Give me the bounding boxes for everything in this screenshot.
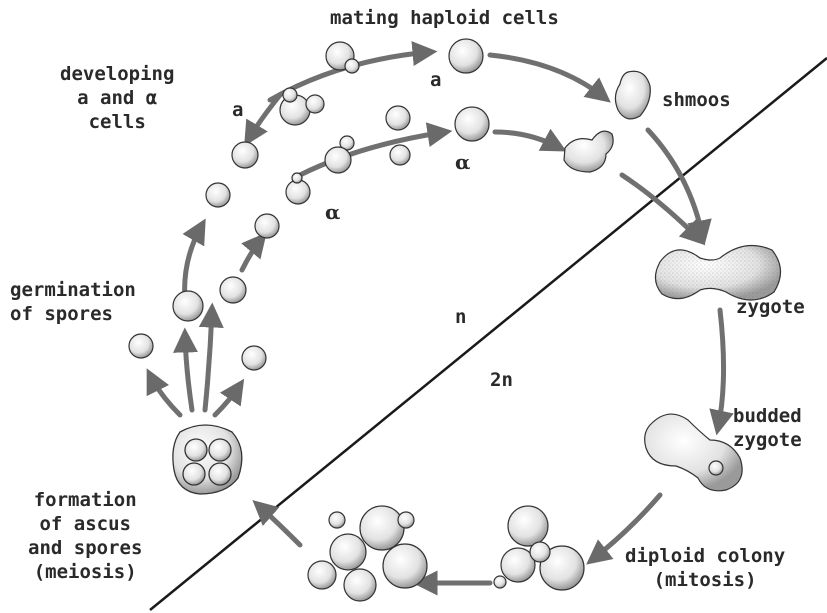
label-diploid-colony: diploid colony (mitosis) bbox=[625, 544, 785, 592]
label-formation-of-ascus: formation of ascus and spores (meiosis) bbox=[28, 488, 142, 584]
arrow-zygote-to-budded bbox=[718, 310, 724, 428]
label-mating-type-a-top: a bbox=[430, 68, 441, 92]
shmoo-a bbox=[615, 71, 650, 119]
label-mating-haploid-cells: mating haploid cells bbox=[330, 6, 559, 30]
arrow-alpha-to-shmoo bbox=[495, 132, 560, 148]
cell bbox=[220, 277, 246, 303]
ploidy-divider-line bbox=[150, 58, 827, 610]
zygote bbox=[655, 246, 780, 301]
cell bbox=[390, 145, 410, 165]
cell bbox=[455, 107, 489, 141]
label-germination-of-spores: germination of spores bbox=[10, 278, 136, 326]
cell bbox=[449, 39, 483, 73]
arrow-ascus-4 bbox=[215, 385, 240, 415]
label-line: formation bbox=[28, 488, 142, 512]
label-shmoos: shmoos bbox=[662, 88, 731, 112]
label-line: developing bbox=[60, 62, 174, 86]
label-ploidy-2n: 2n bbox=[490, 368, 513, 392]
arrow-developing-a bbox=[248, 95, 280, 140]
spore bbox=[129, 334, 153, 358]
shmoos bbox=[564, 71, 650, 172]
label-line: budded bbox=[733, 404, 802, 428]
arrow-ascus-1 bbox=[150, 375, 180, 415]
label-line: and spores bbox=[28, 536, 142, 560]
shmoo-alpha bbox=[564, 131, 613, 172]
ascus bbox=[173, 425, 242, 494]
label-line: a and α bbox=[60, 86, 174, 110]
label-line: (meiosis) bbox=[28, 560, 142, 584]
label-line: germination bbox=[10, 278, 136, 302]
arrow-shmoo-to-zygote-1 bbox=[648, 130, 703, 238]
cell bbox=[325, 147, 351, 173]
arrow-colony-to-ascus bbox=[258, 505, 300, 545]
label-mating-type-alpha-top: α bbox=[455, 150, 470, 174]
arrow-germination-2 bbox=[242, 238, 262, 270]
label-mating-type-a-left: a bbox=[232, 98, 243, 122]
label-ploidy-n: n bbox=[455, 305, 466, 329]
spore bbox=[242, 346, 266, 370]
cell bbox=[286, 180, 310, 204]
label-line: (mitosis) bbox=[625, 568, 785, 592]
arrow-ascus-2 bbox=[185, 335, 192, 410]
label-line: of spores bbox=[10, 302, 136, 326]
cell bbox=[386, 106, 410, 130]
label-line: of ascus bbox=[28, 512, 142, 536]
label-budded-zygote: budded zygote bbox=[733, 404, 802, 452]
cell bbox=[206, 183, 230, 207]
diploid-colony-cells bbox=[494, 506, 584, 590]
arrow-a-to-shmoo bbox=[490, 55, 605, 98]
label-line: diploid colony bbox=[625, 544, 785, 568]
haploid-cells-alpha bbox=[220, 106, 489, 303]
haploid-cells-a bbox=[206, 39, 483, 207]
label-line: zygote bbox=[733, 428, 802, 452]
budded-zygote bbox=[645, 414, 742, 491]
cell bbox=[292, 173, 302, 183]
cell bbox=[345, 59, 359, 73]
spore bbox=[173, 291, 203, 321]
arrow-germination-1 bbox=[185, 225, 202, 300]
label-zygote: zygote bbox=[736, 295, 805, 319]
spores bbox=[129, 291, 266, 370]
cell bbox=[255, 214, 279, 238]
diploid-colony-cells-2 bbox=[308, 506, 427, 601]
arrow-shmoo-to-zygote-2 bbox=[622, 175, 700, 240]
label-developing-cells: developing a and α cells bbox=[60, 62, 174, 134]
cell bbox=[232, 142, 258, 168]
cell bbox=[283, 88, 297, 102]
arrow-inner-alpha-track bbox=[300, 132, 445, 175]
label-line: cells bbox=[60, 110, 174, 134]
arrow-ascus-3 bbox=[205, 310, 212, 410]
label-mating-type-alpha-inner: α bbox=[325, 200, 340, 224]
cycle-arrows bbox=[150, 52, 724, 583]
cell bbox=[306, 95, 324, 113]
